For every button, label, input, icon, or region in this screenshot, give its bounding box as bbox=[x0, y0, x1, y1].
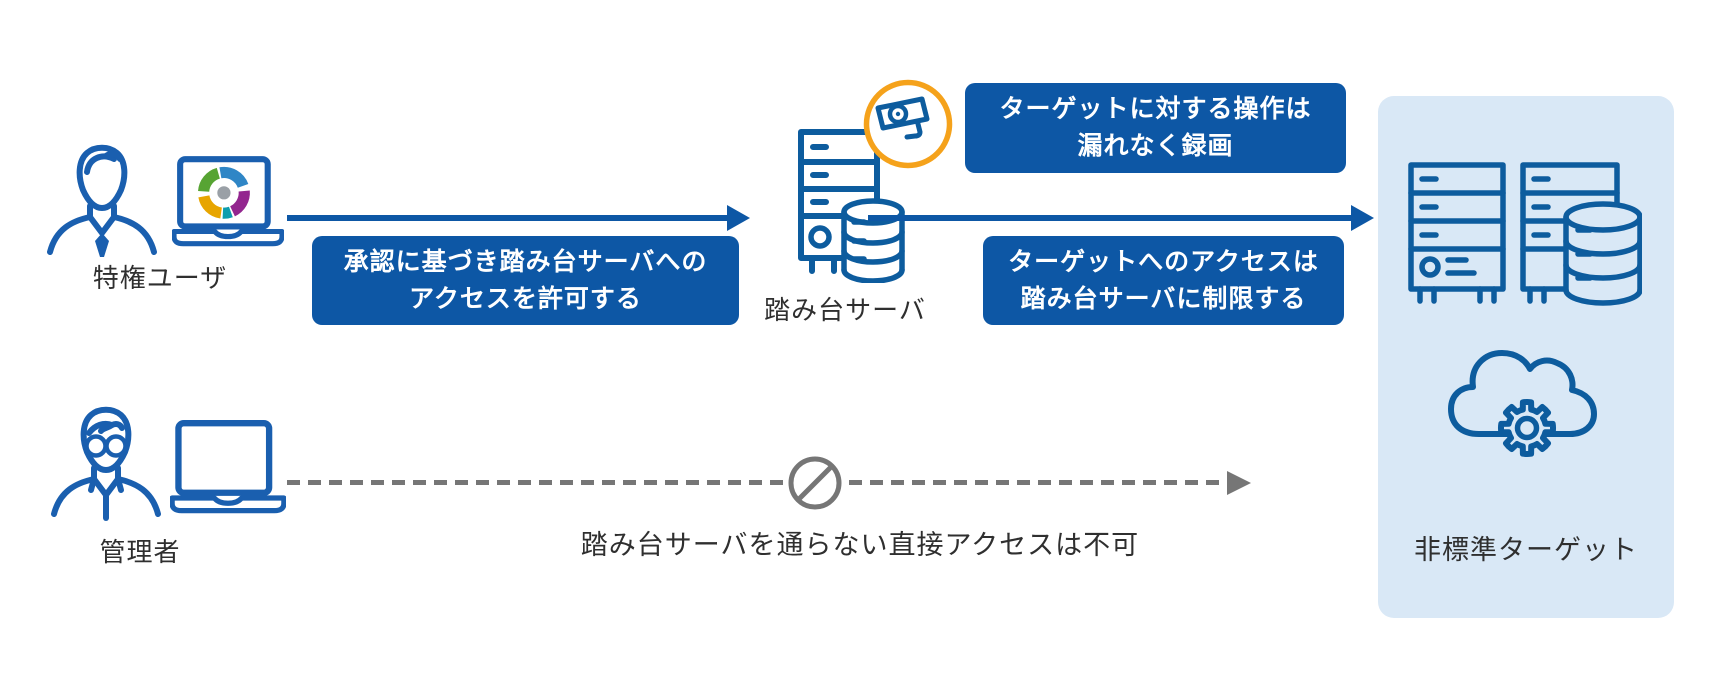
arrow-bastion-to-target-head bbox=[1351, 205, 1374, 231]
glasses-icon bbox=[81, 434, 131, 458]
blocked-dashed-arrow-head bbox=[1227, 471, 1251, 495]
callout-approve-access: 承認に基づき踏み台サーバへの アクセスを許可する bbox=[312, 236, 739, 325]
callout-record-operations: ターゲットに対する操作は 漏れなく録画 bbox=[965, 83, 1346, 173]
laptop-icon bbox=[170, 420, 286, 514]
callout-approve-line1: 承認に基づき踏み台サーバへの bbox=[343, 247, 708, 276]
arrow-user-to-bastion bbox=[287, 215, 727, 221]
person-glasses-icon bbox=[51, 406, 161, 521]
server-tower-database-icon bbox=[798, 129, 905, 283]
blocked-note: 踏み台サーバを通らない直接アクセスは不可 bbox=[580, 530, 1140, 560]
blocked-dashed-line-right bbox=[849, 480, 1227, 485]
database-icon bbox=[841, 198, 905, 283]
database-icon bbox=[1563, 201, 1642, 306]
cloud-gear-icon bbox=[1448, 350, 1597, 458]
target-panel-label: 非標準ターゲット bbox=[1414, 535, 1638, 565]
target-panel bbox=[1378, 96, 1674, 618]
privileged-user-label: 特権ユーザ bbox=[92, 263, 228, 293]
server-racks-database-icon bbox=[1408, 162, 1642, 306]
product-logo-icon bbox=[198, 166, 250, 219]
person-tie-icon bbox=[47, 144, 157, 257]
callout-record-line1: ターゲットに対する操作は bbox=[999, 95, 1312, 123]
arrow-user-to-bastion-head bbox=[727, 205, 750, 231]
administrator-label: 管理者 bbox=[99, 537, 181, 567]
callout-restrict-line2: 踏み台サーバに制限する bbox=[1020, 284, 1307, 313]
cctv-camera-badge-icon bbox=[863, 79, 953, 169]
arrow-bastion-to-target bbox=[868, 215, 1351, 221]
bastion-server-label: 踏み台サーバ bbox=[764, 295, 926, 325]
callout-record-line2: 漏れなく録画 bbox=[1077, 132, 1234, 160]
callout-approve-line2: アクセスを許可する bbox=[409, 284, 642, 313]
callout-restrict-access: ターゲットへのアクセスは 踏み台サーバに制限する bbox=[983, 236, 1344, 325]
blocked-dashed-line-left bbox=[287, 480, 783, 485]
laptop-logo-icon bbox=[172, 156, 284, 247]
callout-restrict-line1: ターゲットへのアクセスは bbox=[1008, 247, 1319, 276]
gear-icon bbox=[1497, 398, 1557, 458]
prohibition-icon bbox=[788, 456, 842, 510]
